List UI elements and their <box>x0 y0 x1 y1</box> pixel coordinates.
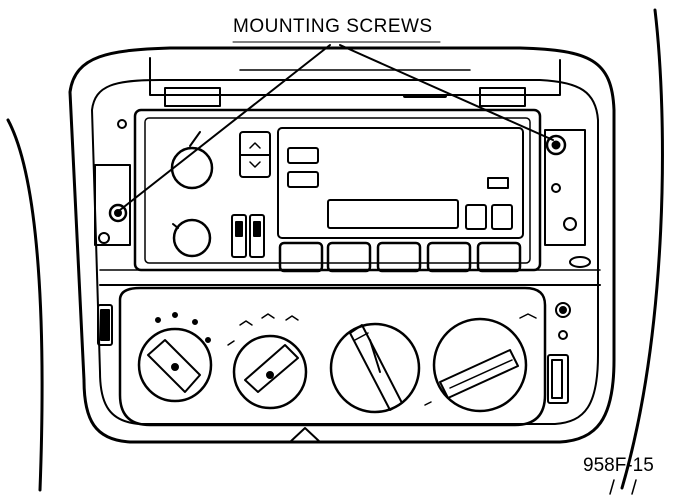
bezel-outer-frame <box>70 48 614 442</box>
preset-button-4 <box>428 243 470 271</box>
air-source-knob <box>331 324 419 412</box>
right-mounting-screw <box>547 136 565 154</box>
dash-right-contour <box>622 10 662 488</box>
temperature-knob <box>434 319 526 411</box>
preset-button-5 <box>478 243 520 271</box>
preset-button-3 <box>378 243 420 271</box>
radio-display <box>278 128 523 238</box>
left-vent-tab <box>98 305 112 345</box>
volume-knob <box>172 148 212 188</box>
figure-id: 958F-15 <box>583 455 654 476</box>
mode-knob <box>234 336 306 408</box>
top-tab-right <box>480 88 525 106</box>
leader-line-left <box>120 45 330 210</box>
bezel-inner-frame <box>92 80 598 424</box>
rocker-switch-1 <box>232 215 246 257</box>
preset-button-2 <box>328 243 370 271</box>
left-side-bracket <box>95 165 130 245</box>
top-bracket <box>150 58 560 95</box>
rocker-switch-2 <box>250 215 264 257</box>
cassette-slot <box>328 200 458 228</box>
tune-knob <box>174 220 210 256</box>
fan-speed-knob <box>139 329 211 401</box>
climate-control-panel <box>120 288 545 425</box>
left-mounting-screw <box>110 205 126 221</box>
leader-line-right <box>340 45 553 140</box>
bottom-clip <box>290 428 320 442</box>
top-tab-left <box>165 88 220 106</box>
preset-button-1 <box>280 243 322 271</box>
right-vent-tab <box>548 355 568 403</box>
mounting-screws-label: MOUNTING SCREWS <box>233 16 433 37</box>
right-side-bracket <box>545 130 585 245</box>
dash-left-contour <box>8 120 42 490</box>
